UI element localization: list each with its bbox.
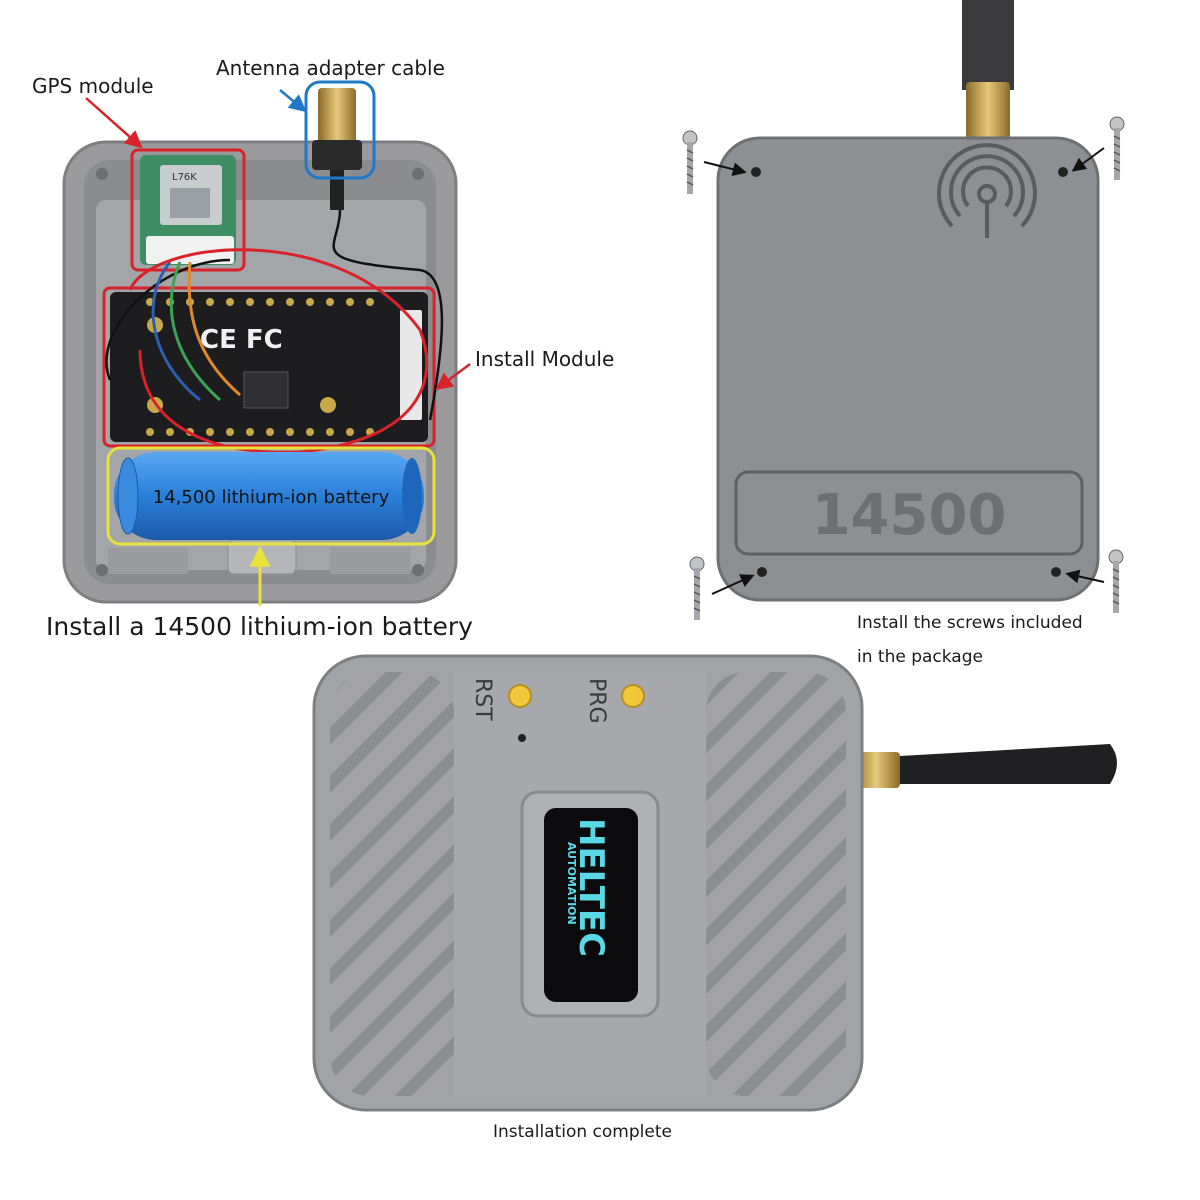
rst-button-label: RST	[470, 678, 495, 721]
gps-module-label: GPS module	[32, 74, 154, 98]
pointer-arrow-icon	[435, 363, 471, 391]
brand-logo: HELTEC	[571, 818, 611, 957]
certification-marks: CE FC	[200, 325, 283, 355]
screw-icon	[689, 556, 705, 620]
installation-complete-label: Installation complete	[493, 1122, 672, 1142]
pointer-arrow-icon	[85, 97, 143, 149]
back-plate: 14500	[716, 0, 1100, 602]
antenna	[852, 744, 1117, 788]
wires	[105, 209, 444, 454]
screws-label-line2: in the package	[857, 647, 983, 667]
antenna-signal-icon	[937, 143, 1037, 238]
pointer-arrow-icon	[1065, 569, 1105, 584]
antenna-cable-label: Antenna adapter cable	[216, 56, 445, 80]
gps-chip-label: L76K	[172, 172, 197, 183]
screws-label-line1: Install the screws included	[857, 613, 1083, 633]
pointer-arrow-icon	[703, 161, 747, 177]
screw-icon	[682, 130, 698, 194]
antenna-highlight-box	[304, 80, 376, 180]
brand-sub: AUTOMATION	[565, 842, 578, 925]
battery-inside-label: 14,500 lithium-ion battery	[153, 487, 390, 508]
battery-highlight-box	[106, 446, 436, 546]
screw-icon	[1109, 116, 1125, 180]
pointer-arrow-icon	[711, 574, 755, 595]
module-highlight-box	[102, 286, 436, 448]
install-battery-label: Install a 14500 lithium-ion battery	[46, 612, 473, 641]
gps-module: L76K	[140, 155, 236, 265]
install-module-label: Install Module	[475, 347, 615, 371]
prg-button-label: PRG	[584, 678, 609, 724]
main-board: CE FC	[110, 292, 428, 442]
pointer-arrow-icon	[1071, 147, 1105, 172]
pointer-arrow-icon	[279, 89, 307, 113]
back-plate-number: 14500	[812, 483, 1007, 548]
screw-icon	[1108, 549, 1124, 613]
assembled-device: RST PRG HELTEC AUTOMATION	[312, 654, 1117, 1112]
antenna-connector	[312, 88, 362, 210]
battery: 14,500 lithium-ion battery	[114, 452, 424, 540]
